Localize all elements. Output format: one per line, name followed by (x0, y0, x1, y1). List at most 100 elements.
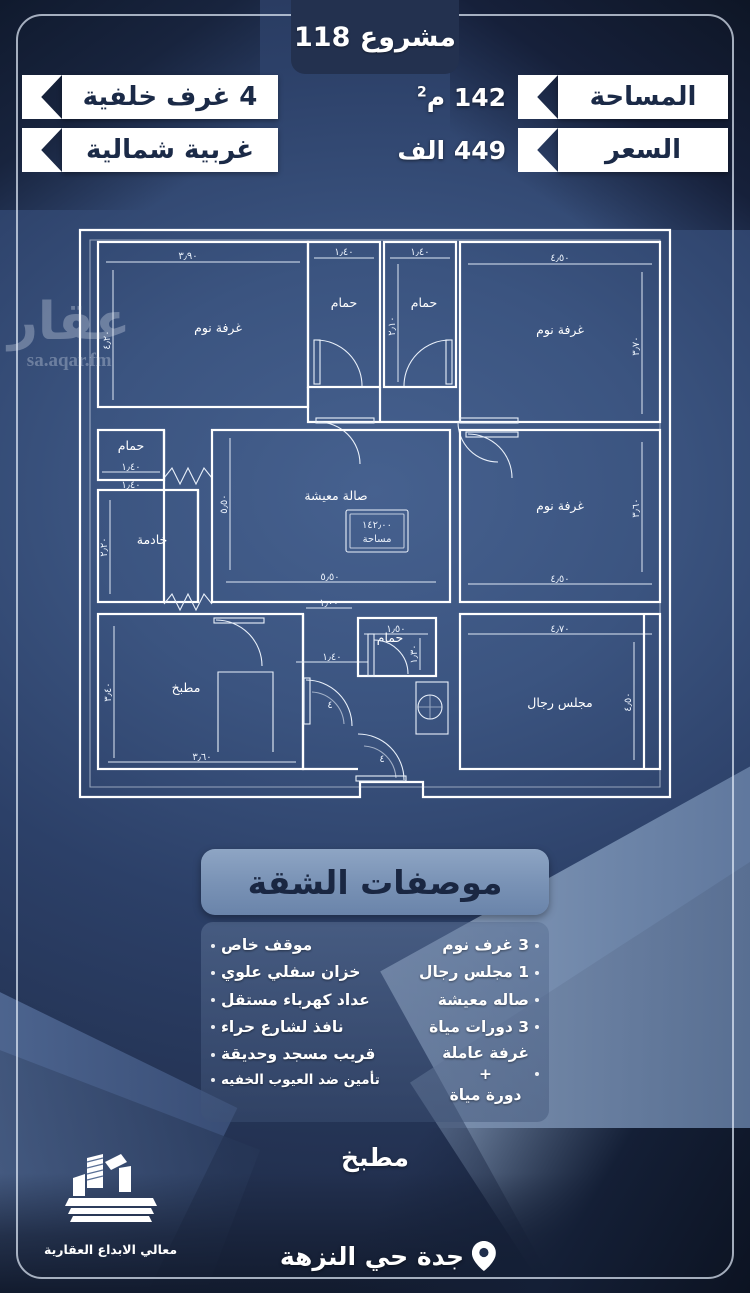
svg-text:٣٫٦٠: ٣٫٦٠ (192, 752, 211, 763)
spec-item-label: خزان سفلي علوي (221, 963, 361, 982)
spec-item: خزان سفلي علوي (211, 961, 375, 984)
spec-item-label: 1 مجلس رجال (419, 963, 529, 982)
bullet-icon (211, 970, 215, 975)
bullet-icon (211, 1052, 215, 1057)
location-text: جدة حي النزهة (279, 1241, 465, 1271)
spec-item-label: 3 دورات مياة (429, 1017, 529, 1036)
svg-text:٥٫٥٠: ٥٫٥٠ (320, 572, 339, 583)
bullet-icon (211, 998, 215, 1003)
bullet-icon (211, 1025, 215, 1030)
svg-text:حمام: حمام (411, 295, 438, 310)
rooms-row: 4 غرف خلفية (22, 75, 278, 119)
project-title: مشروع 118 (294, 21, 456, 53)
svg-text:مطبخ: مطبخ (172, 680, 201, 695)
header-right-group: المساحة 142 م2 السعر 449 الف (385, 75, 728, 172)
svg-text:٤٫٥٠: ٤٫٥٠ (623, 692, 634, 711)
direction-ribbon: غربية شمالية (62, 128, 278, 172)
svg-text:خادمة: خادمة (137, 532, 168, 547)
spec-item: موقف خاص (211, 934, 375, 957)
area-box-value: ١٤٢٫٠٠ (362, 520, 392, 531)
building-logo-icon (64, 1154, 157, 1222)
svg-text:غرفة نوم: غرفة نوم (536, 322, 584, 338)
svg-text:١٫٤٠: ١٫٤٠ (334, 247, 353, 258)
price-row: السعر 449 الف (385, 128, 728, 172)
company-name: معالي الابداع العقارية (44, 1242, 178, 1257)
price-label-ribbon: السعر (558, 128, 728, 172)
svg-text:١٫٠٠: ١٫٠٠ (319, 598, 338, 609)
svg-text:١٫٤٠: ١٫٤٠ (121, 462, 140, 473)
svg-text:مجلس رجال: مجلس رجال (527, 695, 592, 711)
location-block: جدة حي النزهة (279, 1241, 497, 1271)
spec-item-label: 3 غرف نوم (442, 936, 529, 954)
bullet-icon (535, 1072, 539, 1077)
spec-title-banner: موصفات الشقة (201, 849, 549, 915)
svg-text:حمام: حمام (118, 438, 145, 453)
svg-text:٣٫٤٠: ٣٫٤٠ (103, 682, 114, 701)
spec-item-label: غرفة عاملة + دورة مياة (442, 1044, 529, 1104)
chevron-flag-icon (22, 128, 62, 172)
spec-item: تأمين ضد العيوب الخفيه (211, 1070, 380, 1090)
svg-text:٣٫٧٠: ٣٫٧٠ (631, 336, 642, 355)
svg-text:٤٫٢٠: ٤٫٢٠ (102, 330, 113, 349)
spec-item: 3 غرف نوم (375, 934, 539, 957)
area-value: 142 م2 (417, 82, 506, 112)
spec-item: صاله معيشة (375, 989, 539, 1012)
price-value: 449 الف (397, 135, 506, 165)
spec-column-right: 3 غرف نوم 1 مجلس رجال صاله معيشة 3 دورات… (375, 934, 539, 1108)
svg-text:١٫٥٠: ١٫٥٠ (386, 624, 405, 635)
company-logo: معالي الابداع العقارية (44, 1152, 177, 1257)
rooms-label: 4 غرف خلفية (82, 82, 258, 112)
spec-item-label: نافذ لشارع حراء (221, 1017, 344, 1036)
spec-item-label: عداد كهرباء مستقل (221, 990, 370, 1009)
area-row: المساحة 142 م2 (405, 75, 728, 119)
svg-text:صالة معيشة: صالة معيشة (304, 488, 367, 503)
direction-row: غربية شمالية (22, 128, 278, 172)
spec-item-label: صاله معيشة (437, 990, 529, 1009)
project-title-tab: مشروع 118 (291, 0, 459, 74)
spec-item: عداد كهرباء مستقل (211, 989, 375, 1012)
location-pin-icon (472, 1241, 497, 1271)
svg-text:٥٫٥٠: ٥٫٥٠ (219, 494, 230, 513)
svg-text:٢٫١٠: ٢٫١٠ (387, 316, 398, 335)
spec-item: غرفة عاملة + دورة مياة (375, 1043, 539, 1106)
header-left-group: 4 غرف خلفية غربية شمالية (22, 75, 278, 172)
spec-title-wrap: موصفات الشقة (201, 849, 549, 915)
spec-item-label: قريب مسجد وحديقة (221, 1045, 376, 1063)
chevron-flag-icon (518, 75, 558, 119)
spec-item: 3 دورات مياة (375, 1016, 539, 1039)
svg-text:١٫٤٠: ١٫٤٠ (121, 480, 140, 491)
bullet-icon (535, 1025, 539, 1030)
door-swing-marker: ٤ (355, 733, 407, 782)
svg-text:حمام: حمام (331, 295, 358, 310)
svg-text:٤٫٥٠: ٤٫٥٠ (550, 253, 569, 264)
spec-panel: 3 غرف نوم 1 مجلس رجال صاله معيشة 3 دورات… (201, 922, 549, 1122)
svg-text:١٫٤٠: ١٫٤٠ (410, 247, 429, 258)
direction-label: غربية شمالية (85, 135, 255, 165)
bullet-icon (535, 943, 539, 948)
area-label-ribbon: المساحة (558, 75, 728, 119)
area-unit: 2 (417, 84, 427, 101)
svg-text:حمام: حمام (377, 630, 404, 645)
svg-text:٣٫٩٠: ٣٫٩٠ (178, 251, 197, 262)
svg-text:غرفة نوم: غرفة نوم (536, 498, 584, 514)
area-box-label: مساحة (363, 534, 392, 545)
door-swing-marker: ٤ (303, 677, 353, 727)
svg-text:غرفة نوم: غرفة نوم (194, 320, 242, 336)
bullet-icon (211, 1078, 215, 1083)
spec-bottom-item: مطبخ (340, 1143, 410, 1172)
spec-item: نافذ لشارع حراء (211, 1016, 375, 1039)
chevron-flag-icon (518, 128, 558, 172)
bullet-icon (535, 970, 539, 975)
chevron-flag-icon (22, 75, 62, 119)
spec-item-label: تأمين ضد العيوب الخفيه (221, 1072, 380, 1089)
spec-item: 1 مجلس رجال (375, 961, 539, 984)
svg-text:١٫٣٠: ١٫٣٠ (409, 644, 420, 663)
rooms-ribbon: 4 غرف خلفية (62, 75, 278, 119)
background-bottom-shade-right (320, 1128, 750, 1293)
svg-text:٢٫٢٠: ٢٫٢٠ (99, 537, 110, 556)
price-label: السعر (605, 135, 681, 165)
floor-plan: .w { fill:none; stroke:#ffffff; stroke-w… (78, 228, 672, 799)
svg-text:١٫٤٠: ١٫٤٠ (322, 652, 341, 663)
svg-text:٤: ٤ (327, 700, 332, 711)
